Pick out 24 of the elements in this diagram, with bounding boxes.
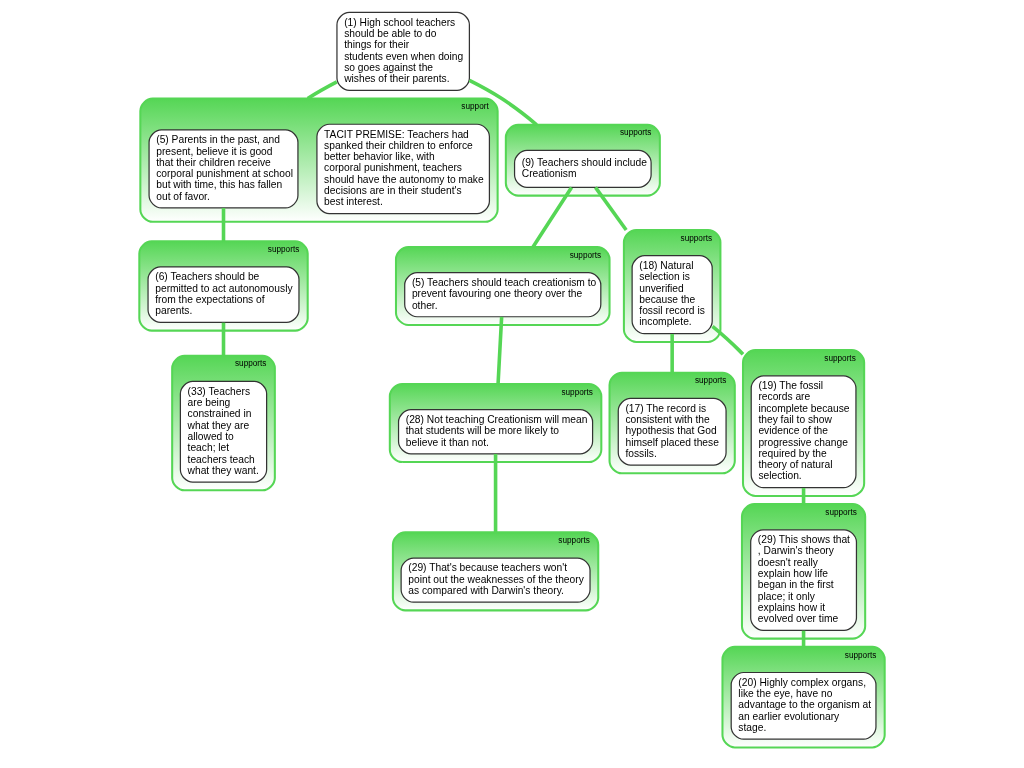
node-box: (18) Natural selection is unverified because the fossil record is incomplete. <box>631 255 713 335</box>
node-box: (33) Teachers are being constrained in what they are allowed to teach; let teachers teach what they want. <box>179 380 268 483</box>
connector <box>493 454 498 533</box>
connector <box>670 334 674 373</box>
node-box: (28) Not teaching Creationism will mean that students will be more likely to believe it than not. <box>397 409 594 455</box>
connector <box>711 324 745 356</box>
connector <box>221 208 226 242</box>
node-box: (19) The fossil records are incomplete because they fail to show evidence of the progressive change required by the theory of natural selection. <box>750 375 857 489</box>
node-box: (6) Teachers should be permitted to act autonomously from the expectations of parents. <box>147 266 300 323</box>
node-box: (5) Teachers should teach creationism to prevent favouring one theory over the other. <box>404 272 602 318</box>
node-box: (29) That's because teachers won't point out the weaknesses of the theory as compared with Darwin's theory. <box>400 557 591 603</box>
connector <box>531 186 574 248</box>
connector <box>468 78 538 127</box>
node-box: (1) High school teachers should be able to do things for their students even when doing so goes against the wishes of their parents. <box>336 11 470 91</box>
node-box: (29) This shows that , Darwin's theory doesn't really explain how life began in the first place; it only explains how it evolved over time <box>750 529 858 631</box>
node-box: (5) Parents in the past, and present, believe it is good that their children receive corporal punishment at school but with time, this has fallen out of favor. <box>148 129 299 209</box>
connector <box>496 316 504 385</box>
node-box: (9) Teachers should include Creationism <box>513 149 652 188</box>
connector <box>306 80 338 101</box>
node-box: TACIT PREMISE: Teachers had spanked their children to enforce better behavior like, with corporal punishment, teachers should have the autonomy to make decisions are in their student's best interest. <box>316 123 491 215</box>
connector <box>594 186 628 232</box>
node-box: (20) Highly complex organs, like the eye, have no advantage to the organism at an earlier evolutionary stage. <box>730 671 877 740</box>
connector <box>221 322 226 356</box>
node-box: (17) The record is consistent with the hypothesis that God himself placed these fossils. <box>617 397 727 466</box>
